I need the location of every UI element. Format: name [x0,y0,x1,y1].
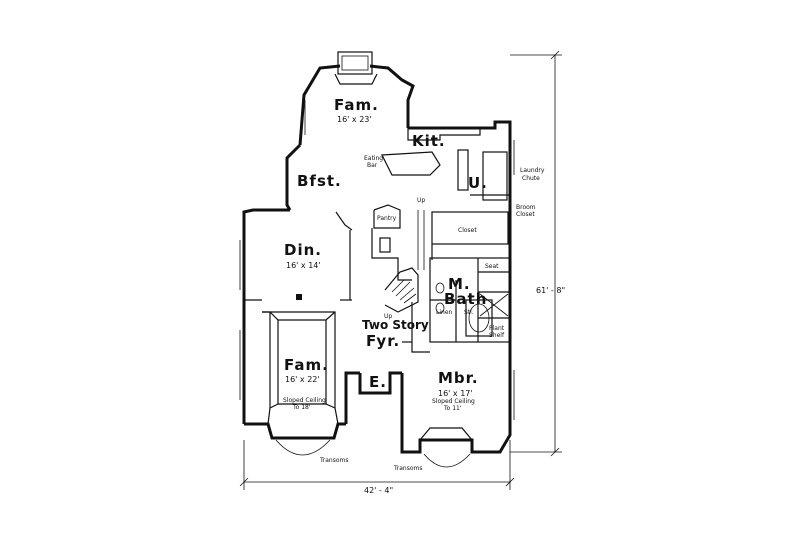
width-dimension: 42' - 4" [364,486,393,495]
pantry-label: Pantry [377,215,397,222]
up-label-2: Up [384,313,392,320]
linen-label: Linen [436,309,453,316]
fam-lower-note-1: Sloped Ceiling [283,397,326,404]
m-bath-label-2: Bath [444,290,487,308]
interior-walls [244,128,511,441]
depth-dimension: 61' - 8" [536,286,565,295]
plant-shelf-label-2: Shelf [489,332,505,339]
fam-lower-size: 16' x 22' [285,375,320,384]
din-label: Din. [284,241,322,259]
fam-lower-note-2: To 18' [292,404,311,411]
mbr-size: 16' x 17' [438,389,473,398]
bfst-label: Bfst. [297,172,342,190]
transoms-arcs [275,439,471,468]
chimney [337,51,373,75]
broom-closet-label-2: Closet [516,211,535,218]
laundry-label-2: Chute [522,175,540,182]
broom-closet-label-1: Broom [516,204,536,211]
kit-label: Kit. [412,132,446,150]
stl-label: Stl. [464,309,474,316]
stairs [384,210,425,313]
entry-label: E. [369,373,387,391]
mbr-label: Mbr. [438,369,479,387]
seat-label: Seat [485,263,499,270]
transoms-right-label: Transoms [393,465,423,472]
eating-bar-label-1: Eating [364,155,383,162]
mbr-note-2: To 11' [443,405,462,412]
closet-label: Closet [458,227,477,234]
laundry-label-1: Laundry [520,167,545,174]
plant-shelf-label-1: Plant [489,325,505,332]
mbr-note-1: Sloped Ceiling [432,398,475,405]
transoms-left-label: Transoms [319,457,349,464]
dimension-lines [239,50,562,490]
fam-lower-label: Fam. [284,356,329,374]
eating-bar-label-2: Bar [367,162,378,169]
fyr-label: Fyr. [366,332,400,350]
up-label-1: Up [417,197,425,204]
windows [239,100,515,420]
din-size: 16' x 14' [286,261,321,270]
m-bath-label-1: M. [448,275,471,293]
fam-upper-label: Fam. [334,96,379,114]
two-story-label: Two Story [362,318,429,332]
fam-upper-size: 16' x 23' [337,115,372,124]
bathtub [465,299,493,337]
fireplace [334,73,378,85]
util-label: U. [468,174,488,192]
